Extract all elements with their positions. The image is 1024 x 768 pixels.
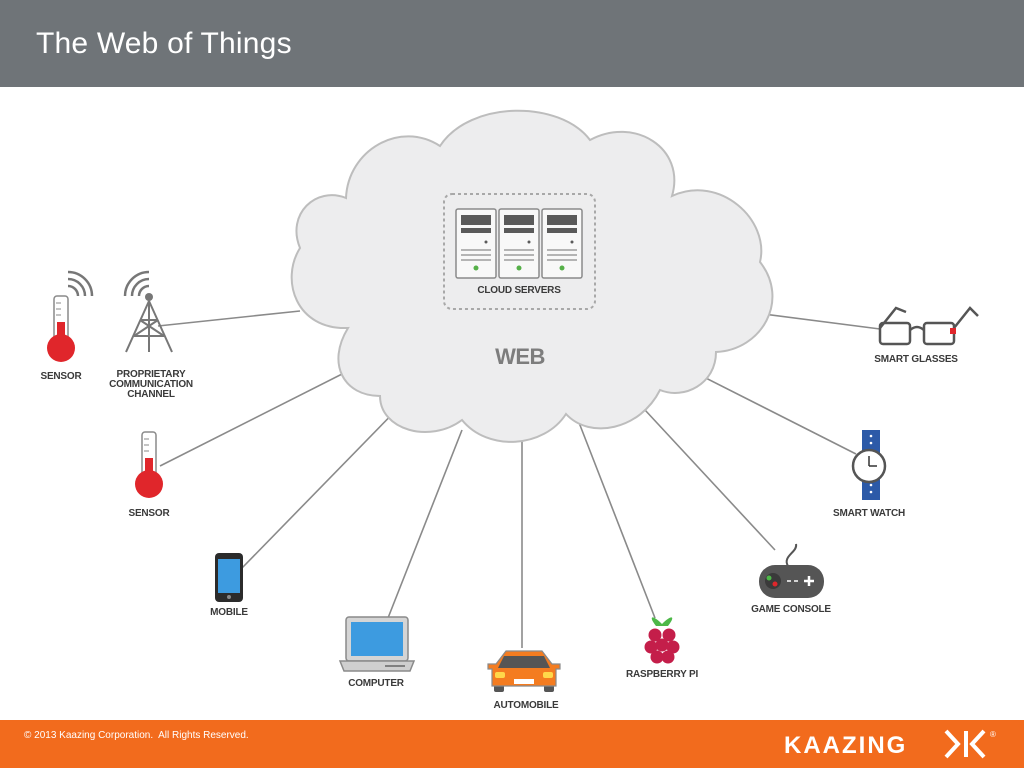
smart-watch-device: SMART WATCH (833, 430, 905, 519)
smartphone-icon (215, 553, 243, 602)
line-smart-watch (685, 367, 857, 455)
line-proprietary (157, 310, 301, 327)
line-game-console (644, 409, 776, 551)
smart-glasses-label: SMART GLASSES (874, 354, 958, 365)
raspberry-icon (644, 617, 680, 664)
radio-tower-icon (125, 293, 173, 353)
automobile-label: AUTOMOBILE (493, 700, 559, 711)
sensor-device-top: SENSOR (40, 270, 94, 382)
web-of-things-diagram: CLOUD SERVERS WEB SENSOR (40, 109, 979, 711)
line-sensor (159, 369, 351, 467)
copyright-text: © 2013 Kaazing Corporation. All Rights R… (24, 730, 249, 741)
connection-lines (157, 310, 881, 648)
footer-bar: © 2013 Kaazing Corporation. All Rights R… (0, 720, 1024, 768)
smart-watch-label: SMART WATCH (833, 508, 905, 519)
registered-mark: ® (990, 730, 996, 739)
server-icon (498, 208, 540, 279)
game-console-device: GAME CONSOLE (751, 543, 832, 615)
raspberry-pi-device: RASPBERRY PI (626, 617, 699, 680)
automobile-device: AUTOMOBILE (487, 650, 561, 711)
laptop-icon (338, 616, 416, 672)
slide-title: The Web of Things (36, 27, 292, 60)
web-label: WEB (495, 344, 545, 369)
server-icon (455, 208, 497, 279)
cloud-servers-label: CLOUD SERVERS (477, 285, 561, 296)
sensor-mid-label: SENSOR (128, 508, 170, 519)
kaazing-logo-text: KAAZING (784, 732, 908, 759)
line-raspberry (577, 419, 656, 619)
mobile-device: MOBILE (210, 553, 249, 618)
header-bar: The Web of Things (0, 0, 1024, 87)
thermometer-icon (47, 295, 75, 362)
mobile-label: MOBILE (210, 607, 248, 618)
proprietary-label-line1: PROPRIETARY (117, 369, 186, 380)
proprietary-label-line2: COMMUNICATION (109, 379, 193, 390)
computer-label: COMPUTER (348, 678, 405, 689)
proprietary-label-line3: CHANNEL (127, 389, 175, 400)
smart-glasses-device: SMART GLASSES (874, 306, 979, 365)
wifi-signal-icon (67, 270, 94, 297)
computer-device: COMPUTER (338, 616, 416, 689)
watch-icon (851, 430, 887, 500)
line-computer (387, 429, 463, 619)
sensor-device-mid: SENSOR (128, 431, 171, 519)
line-mobile (241, 397, 409, 569)
proprietary-channel-device: PROPRIETARY COMMUNICATION CHANNEL (109, 270, 193, 400)
car-icon (487, 650, 561, 692)
thermometer-icon (135, 431, 163, 498)
game-console-label: GAME CONSOLE (751, 604, 831, 615)
wifi-signal-icon (123, 270, 150, 297)
cloud-servers: CLOUD SERVERS (443, 193, 596, 310)
sensor-top-label: SENSOR (40, 371, 82, 382)
raspberry-pi-label: RASPBERRY PI (626, 669, 698, 680)
kaazing-logo-icon: ® (944, 729, 996, 759)
server-icon (541, 208, 583, 279)
glasses-icon (878, 306, 979, 346)
gamepad-icon (759, 543, 824, 598)
